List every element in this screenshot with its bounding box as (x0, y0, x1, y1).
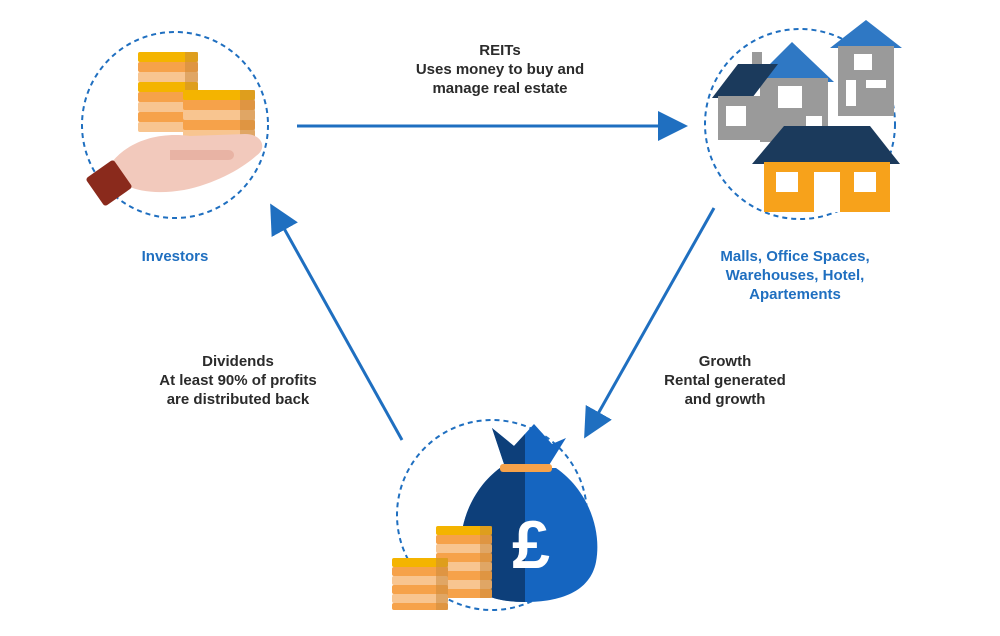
reits-line-2: manage real estate (432, 80, 568, 97)
dividends-line-1: At least 90% of profits (159, 372, 317, 389)
reits-line-1: Uses money to buy and (415, 61, 585, 78)
money-bag-pound-icon: £ (392, 424, 598, 610)
properties-line-1: Malls, Office Spaces, (720, 248, 870, 265)
investors-label: Investors (100, 247, 250, 266)
dividends-edge-label: Dividends At least 90% of profits are di… (128, 352, 348, 409)
properties-label: Malls, Office Spaces, Warehouses, Hotel,… (690, 247, 900, 304)
dividends-arrow (270, 203, 404, 441)
hand-with-coins-icon (86, 52, 263, 206)
growth-arrow (584, 207, 716, 439)
properties-line-2: Warehouses, Hotel, (725, 267, 865, 284)
properties-circle (704, 28, 896, 220)
houses-icon (712, 20, 902, 212)
growth-line-1: Rental generated (664, 372, 786, 389)
investors-label-text: Investors (141, 248, 209, 265)
properties-line-3: Apartements (749, 286, 841, 303)
investors-circle (81, 31, 269, 219)
pound-symbol: £ (512, 507, 550, 583)
growth-line-2: and growth (684, 391, 766, 408)
reits-edge-label: REITs Uses money to buy and manage real … (370, 41, 630, 98)
dividends-line-2: are distributed back (166, 391, 310, 408)
reits-title: REITs (479, 42, 521, 59)
growth-title: Growth (698, 353, 752, 370)
growth-edge-label: Growth Rental generated and growth (630, 352, 820, 409)
dividends-title: Dividends (202, 353, 274, 370)
